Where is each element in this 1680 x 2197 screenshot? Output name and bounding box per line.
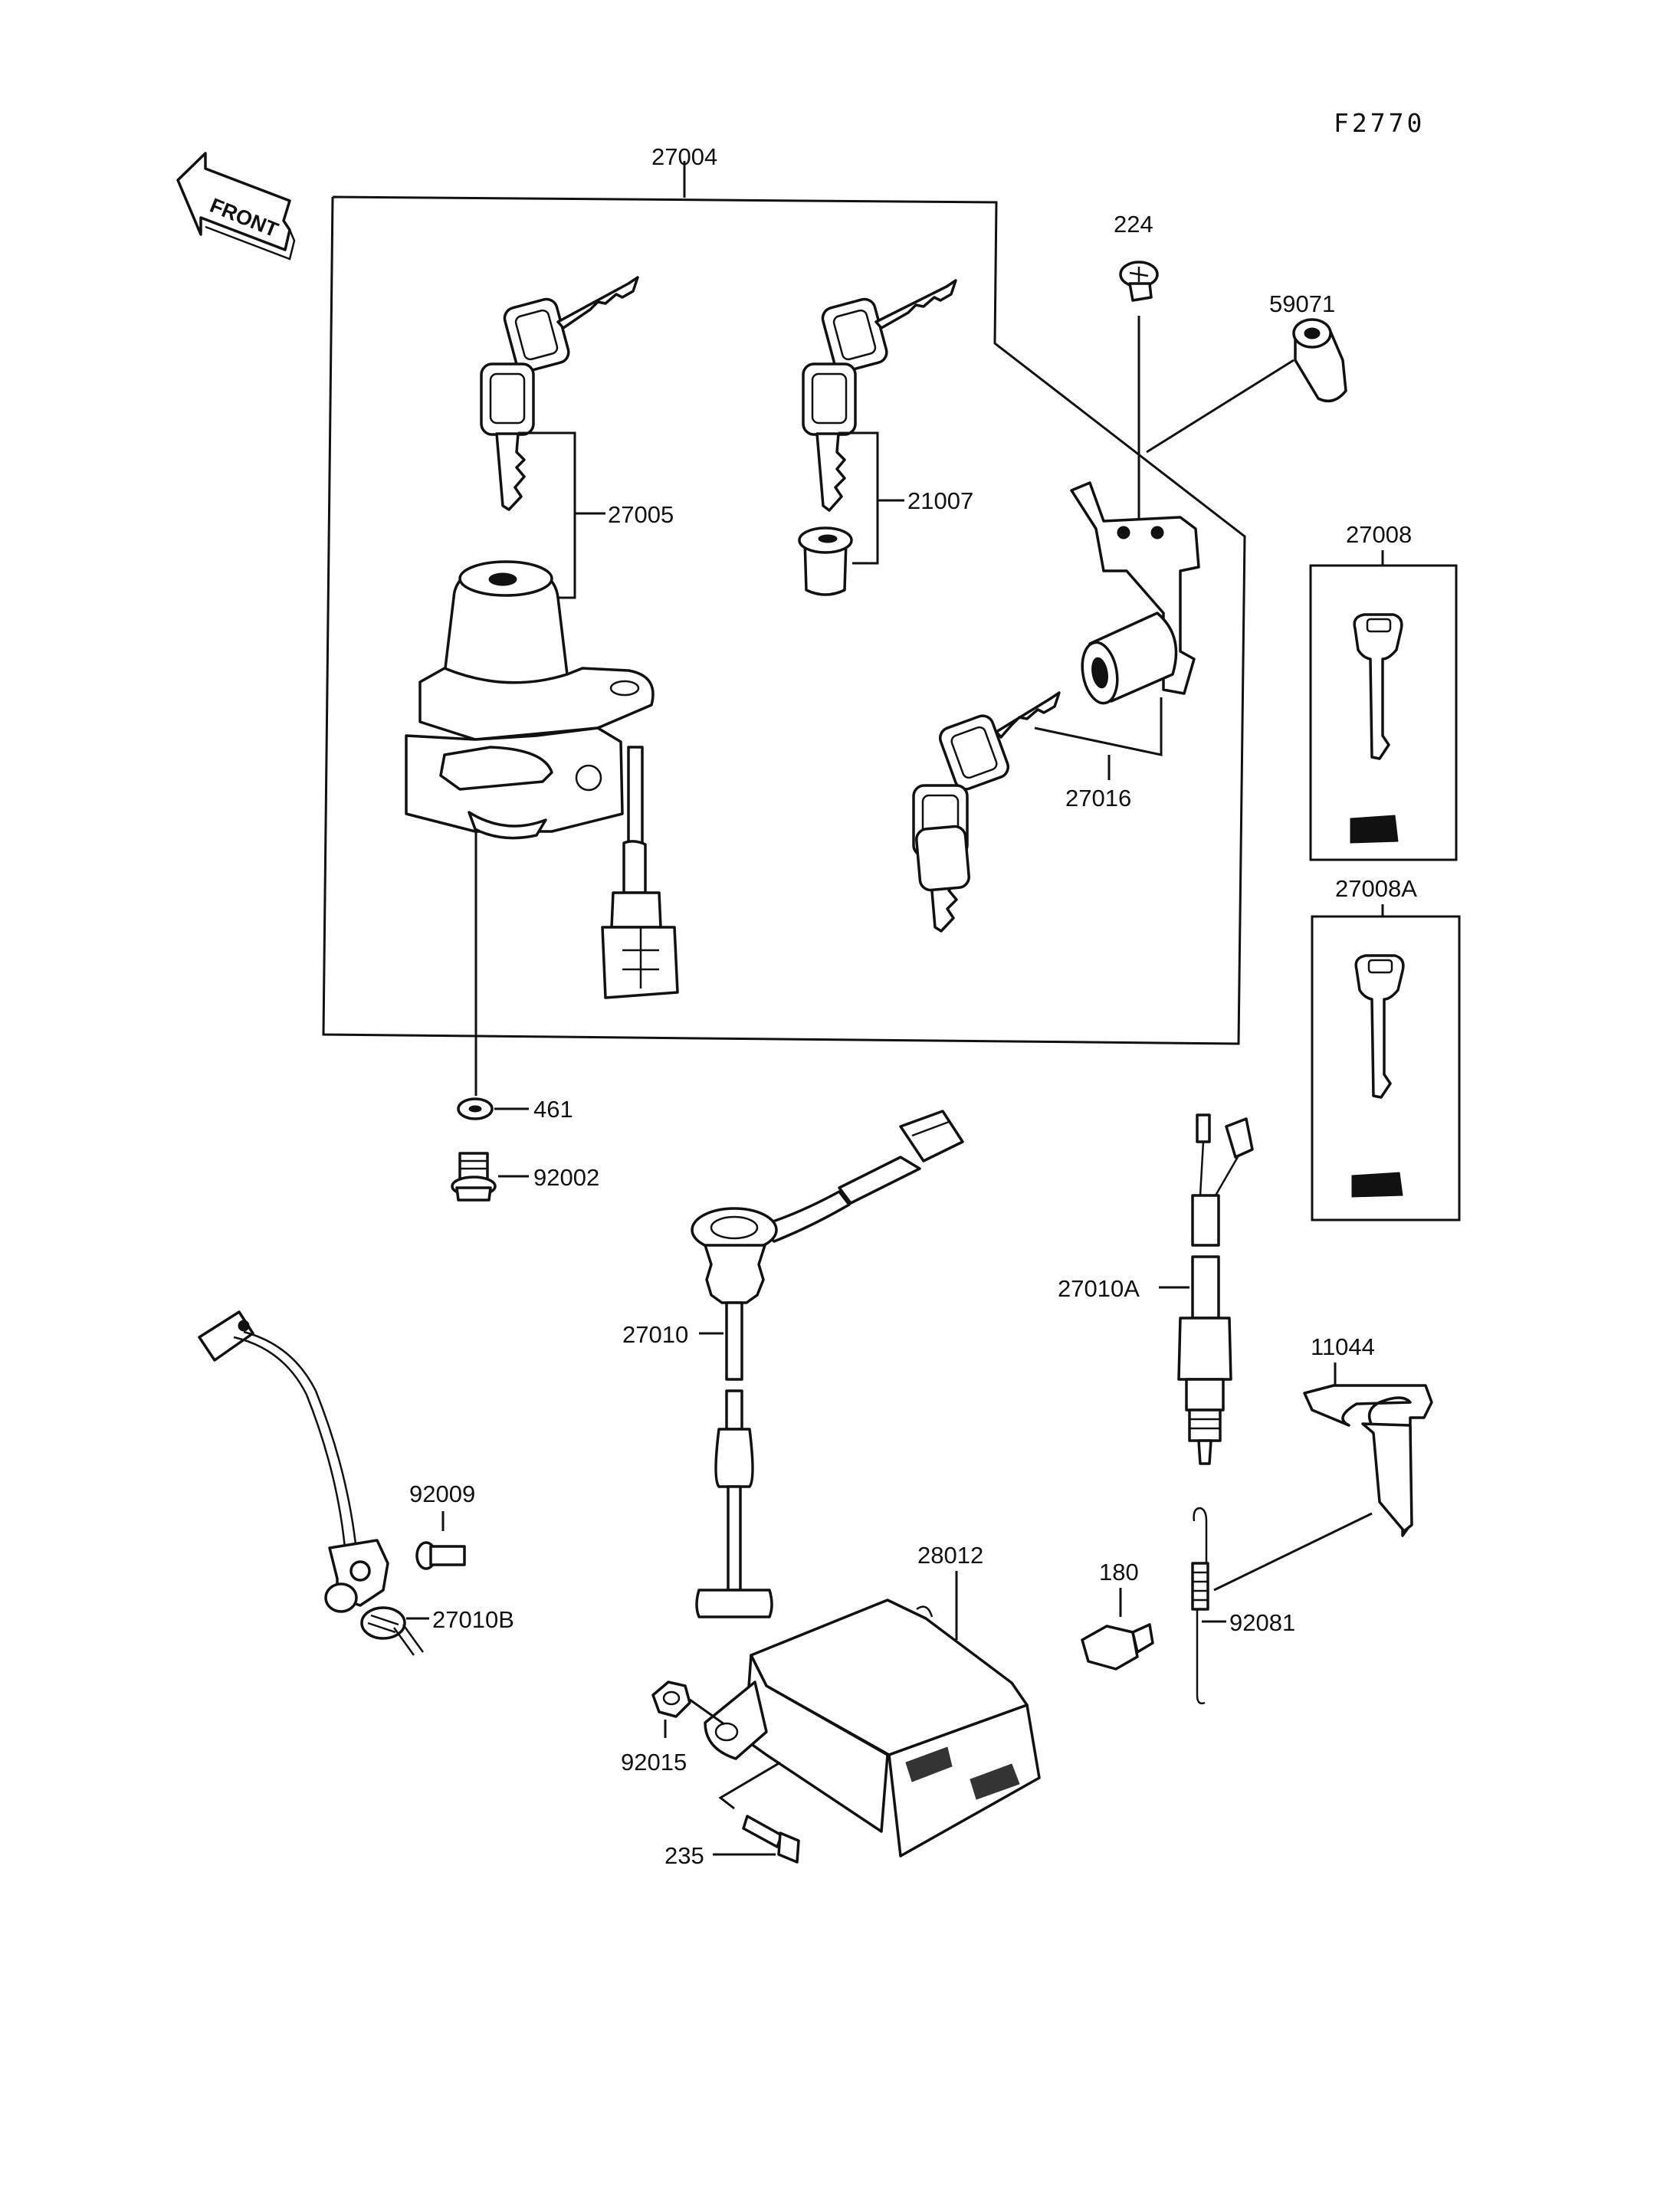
label-27010: 27010 [622, 1321, 688, 1348]
label-180: 180 [1099, 1559, 1139, 1585]
lock-cylinder-21007 [798, 526, 853, 596]
label-11044: 11044 [1311, 1333, 1375, 1360]
label-27008: 27008 [1346, 521, 1412, 548]
blank-key-27008 [1353, 613, 1403, 760]
switch-27010B [198, 1310, 425, 1656]
keys-27016 [912, 691, 1061, 933]
seat-lock-cylinder [1081, 612, 1178, 705]
switch-27010 [691, 1110, 964, 1618]
blank-key-27008A [1354, 954, 1405, 1099]
label-27016: 27016 [1065, 785, 1131, 812]
screw-224 [1119, 261, 1159, 302]
bolt-180 [1081, 1623, 1154, 1671]
reflector-28012 [704, 1599, 1041, 1858]
label-21007: 21007 [907, 487, 973, 514]
bracket-11044 [1303, 1384, 1433, 1537]
label-92015: 92015 [621, 1749, 687, 1776]
label-59071: 59071 [1269, 290, 1335, 317]
spring-92081 [1191, 1507, 1209, 1705]
label-224: 224 [1114, 211, 1153, 238]
bolt-92002 [451, 1152, 497, 1202]
bolt-235 [742, 1815, 800, 1864]
switch-connector [601, 840, 679, 999]
switch-27010A [1177, 1113, 1254, 1465]
front-arrow-icon: FRONT [176, 152, 296, 261]
key-box-27008A [1311, 915, 1461, 1221]
nut-92015 [651, 1681, 691, 1718]
washer-461 [457, 1097, 494, 1120]
label-235: 235 [664, 1842, 704, 1869]
ignition-kit-outline [322, 161, 1246, 1045]
bolt-92009 [415, 1541, 466, 1570]
label-27010B: 27010B [432, 1606, 514, 1633]
label-28012: 28012 [917, 1542, 983, 1569]
key-tag-27008 [1350, 815, 1399, 844]
label-92081: 92081 [1229, 1609, 1295, 1636]
label-27010A: 27010A [1058, 1275, 1140, 1302]
keys-21007 [802, 279, 957, 512]
label-27005: 27005 [608, 501, 674, 528]
label-92009: 92009 [409, 1481, 475, 1507]
key-tag-27008A [1351, 1172, 1403, 1198]
lock-59071 [1292, 318, 1347, 403]
label-92002: 92002 [533, 1164, 599, 1191]
ignition-keys-27005 [480, 276, 639, 511]
key-box-27008 [1309, 564, 1458, 861]
ignition-switch-body [405, 560, 655, 844]
label-27004: 27004 [651, 143, 717, 170]
label-27008A: 27008A [1335, 875, 1417, 902]
figure-code: F2770 [1334, 108, 1425, 138]
label-461: 461 [533, 1096, 573, 1123]
